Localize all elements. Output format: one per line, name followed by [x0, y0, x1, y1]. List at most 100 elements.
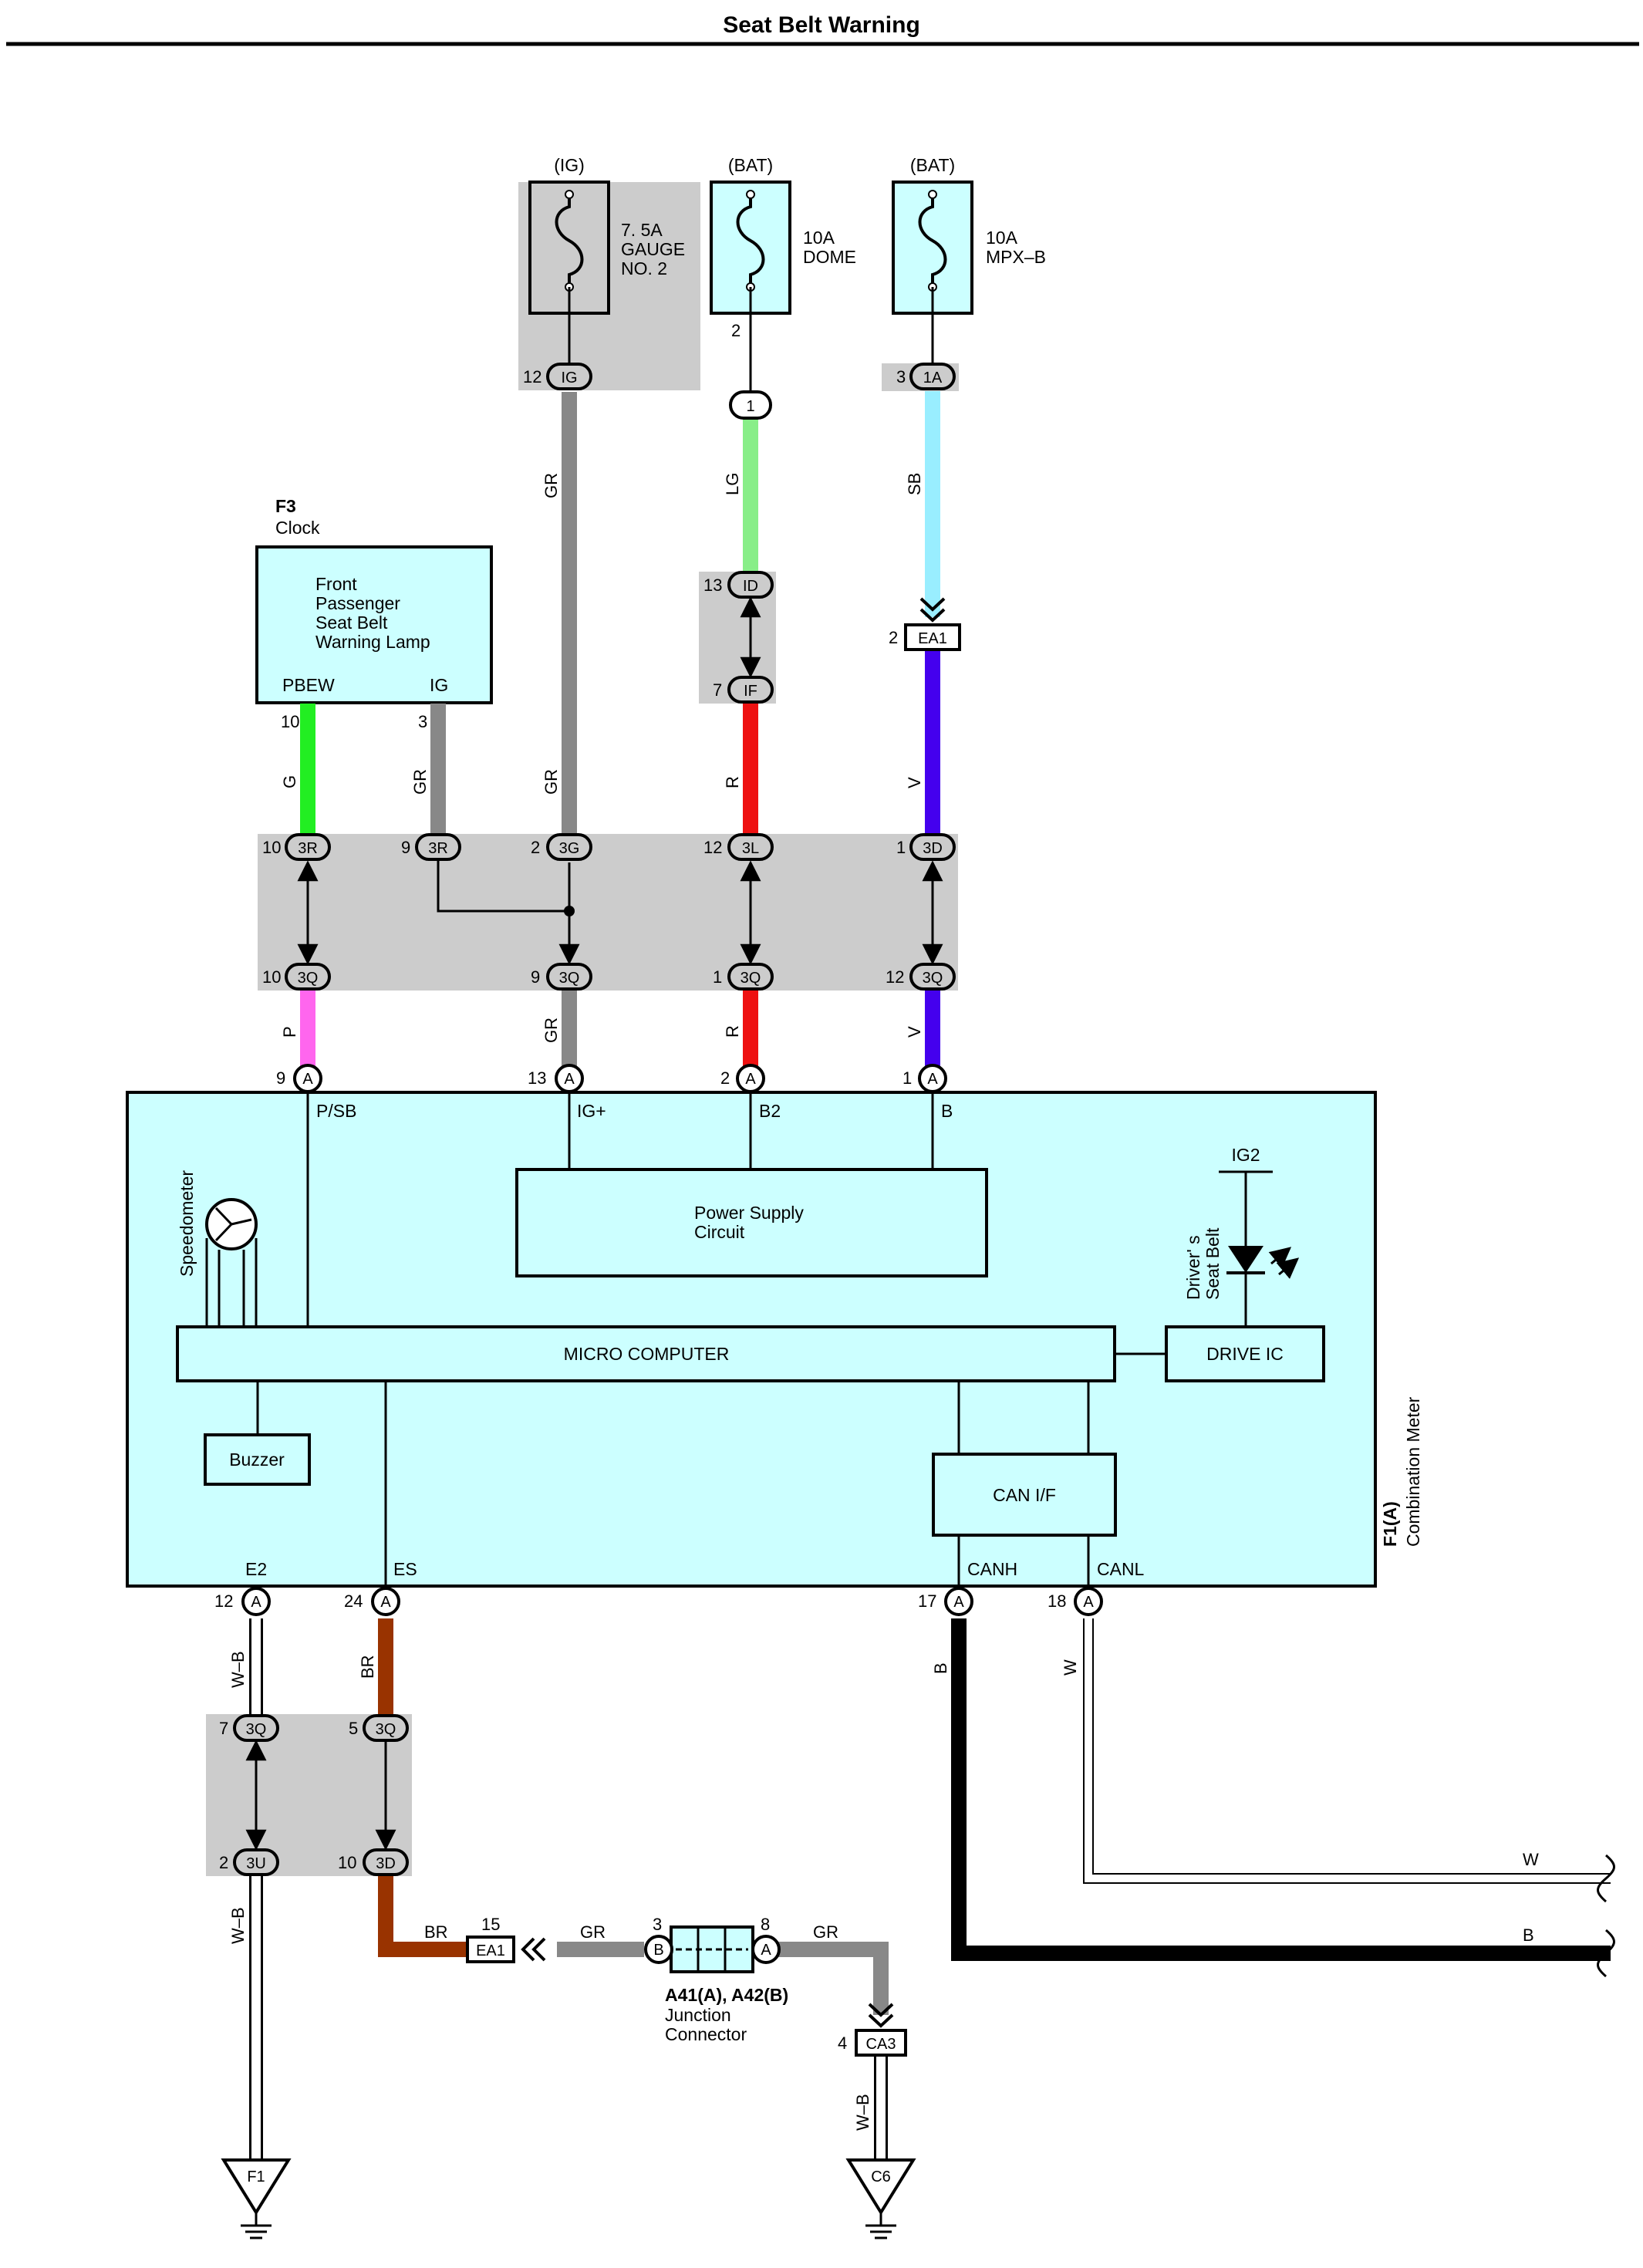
pin-3l-12: 12	[703, 838, 722, 857]
pin-3q-12: 12	[886, 967, 904, 987]
conn-ea1-lower-label: EA1	[476, 1942, 505, 1959]
conn-1a	[909, 363, 956, 390]
conn-ig	[546, 363, 592, 390]
fuse-gauge-rating: 7. 5A	[621, 220, 663, 240]
pin-1a-3: 3	[896, 367, 906, 386]
conn-3q-p	[285, 963, 331, 991]
conn-if	[727, 676, 774, 704]
wc-wb-1: W–B	[228, 1651, 248, 1688]
conn-a12-label: A	[251, 1594, 261, 1611]
ground-f1	[221, 2158, 292, 2239]
pin-3d-1: 1	[896, 838, 906, 857]
drive-ic-box	[1165, 1325, 1325, 1382]
pin-a-13: 13	[528, 1068, 546, 1088]
conn-3u-label: 3U	[246, 1855, 266, 1872]
wc-p: P	[280, 1026, 299, 1038]
conn-ca3	[855, 2029, 907, 2057]
connectors: IG 1 1A ID IF EA1 3R 3R 3G 3L 3D 3Q 3Q 3…	[233, 363, 1103, 2057]
buzzer-box	[204, 1433, 311, 1486]
conn-3q-r-label: 3Q	[741, 970, 761, 987]
pin-a-1: 1	[902, 1068, 912, 1088]
conn-id-label: ID	[743, 578, 758, 595]
pin-a-24: 24	[344, 1591, 363, 1611]
pin-a-9: 9	[276, 1068, 285, 1088]
fuse-mpx-supply: (BAT)	[910, 155, 955, 175]
pin-a-17: 17	[918, 1591, 936, 1611]
pin-3q-10: 10	[262, 967, 281, 987]
can-if-box	[932, 1453, 1117, 1537]
wc-br-2: BR	[424, 1922, 448, 1942]
wc-gr-4: GR	[541, 1018, 561, 1043]
pin-b-3: 3	[653, 1915, 662, 1934]
conn-3q-v	[909, 963, 956, 991]
ig2-label: IG2	[1231, 1145, 1260, 1165]
term-es: ES	[393, 1559, 417, 1579]
buzzer-label: Buzzer	[229, 1450, 285, 1470]
junction-name: Junction	[665, 2005, 731, 2025]
conn-3q-gr-label: 3Q	[559, 970, 580, 987]
wc-b-2: B	[1523, 1925, 1534, 1945]
junction-name2: Connector	[665, 2024, 747, 2044]
wc-gr-2: GR	[410, 769, 430, 795]
conn-3r-ig	[415, 833, 461, 861]
conn-3l	[727, 833, 774, 861]
conn-1	[729, 390, 772, 420]
clock-lamp-line3: Seat Belt	[315, 613, 388, 633]
seatbelt-led-icon	[1226, 1246, 1300, 1279]
conn-ca3-label: CA3	[866, 2036, 896, 2053]
conn-a2	[736, 1064, 765, 1093]
conn-a8-label: A	[761, 1942, 771, 1959]
conn-a24	[371, 1587, 400, 1616]
conn-3g-label: 3G	[559, 840, 580, 857]
wire-gr-a-ca3	[774, 1942, 889, 2015]
fuse-gauge-supply: (IG)	[554, 155, 585, 175]
wc-gr-6: GR	[813, 1922, 838, 1942]
conn-a18-label: A	[1083, 1594, 1094, 1611]
chevron-ea1-lower	[521, 1937, 546, 1962]
pin-ca3-4: 4	[838, 2033, 847, 2053]
power-supply-line2: Circuit	[694, 1222, 745, 1242]
wc-gr-5: GR	[580, 1922, 606, 1942]
pin-3r-10: 10	[262, 838, 281, 857]
conn-a17	[944, 1587, 973, 1616]
conn-1a-label: 1A	[923, 370, 943, 386]
conn-a8	[751, 1935, 781, 1964]
conn-3r-pbew	[285, 833, 331, 861]
conn-3g	[546, 833, 592, 861]
break-mark-b	[1597, 1929, 1615, 1978]
term-igplus: IG+	[577, 1101, 606, 1121]
pin-a-8: 8	[761, 1915, 770, 1934]
pin-3q-5: 5	[349, 1719, 358, 1738]
conn-3r-pbew-label: 3R	[298, 840, 318, 857]
wc-wb-2: W–B	[228, 1907, 248, 1944]
pin-dome-2: 2	[731, 321, 741, 340]
wc-gr-3: GR	[541, 769, 561, 795]
conn-3l-label: 3L	[742, 840, 759, 857]
conn-3u	[233, 1848, 279, 1876]
term-psb: P/SB	[316, 1101, 356, 1121]
pin-ea1-2: 2	[889, 628, 898, 647]
power-supply-line1: Power Supply	[694, 1203, 804, 1223]
junction-block-3r-3q	[258, 834, 958, 991]
conn-3d-top-label: 3D	[923, 840, 943, 857]
conn-a9	[293, 1064, 322, 1093]
meter-code: F1(A)	[1380, 1501, 1400, 1547]
wc-sb: SB	[905, 473, 924, 495]
conn-3q-gr	[546, 963, 592, 991]
pin-clock-3: 3	[418, 712, 427, 731]
pin-3g-2: 2	[531, 838, 540, 857]
conn-b	[644, 1935, 673, 1964]
break-mark-w	[1597, 1854, 1615, 1903]
wc-w-2: W	[1523, 1850, 1539, 1869]
conn-3q-wb-label: 3Q	[246, 1721, 267, 1738]
conn-ea1-upper-label: EA1	[918, 630, 947, 647]
pin-3u-2: 2	[219, 1853, 228, 1872]
chevron-ea1-upper	[919, 597, 946, 623]
fuse-mpx-name: MPX–B	[986, 247, 1046, 267]
chevron-ca3	[868, 2003, 894, 2028]
drive-ic-label: DRIVE IC	[1206, 1344, 1284, 1364]
meter-name: Combination Meter	[1403, 1396, 1423, 1547]
pin-3q-7: 7	[219, 1719, 228, 1738]
wire-color-labels: GR LG SB G GR GR R V P GR R V W–B BR B W…	[228, 473, 1539, 2131]
conn-a13-label: A	[564, 1071, 575, 1088]
